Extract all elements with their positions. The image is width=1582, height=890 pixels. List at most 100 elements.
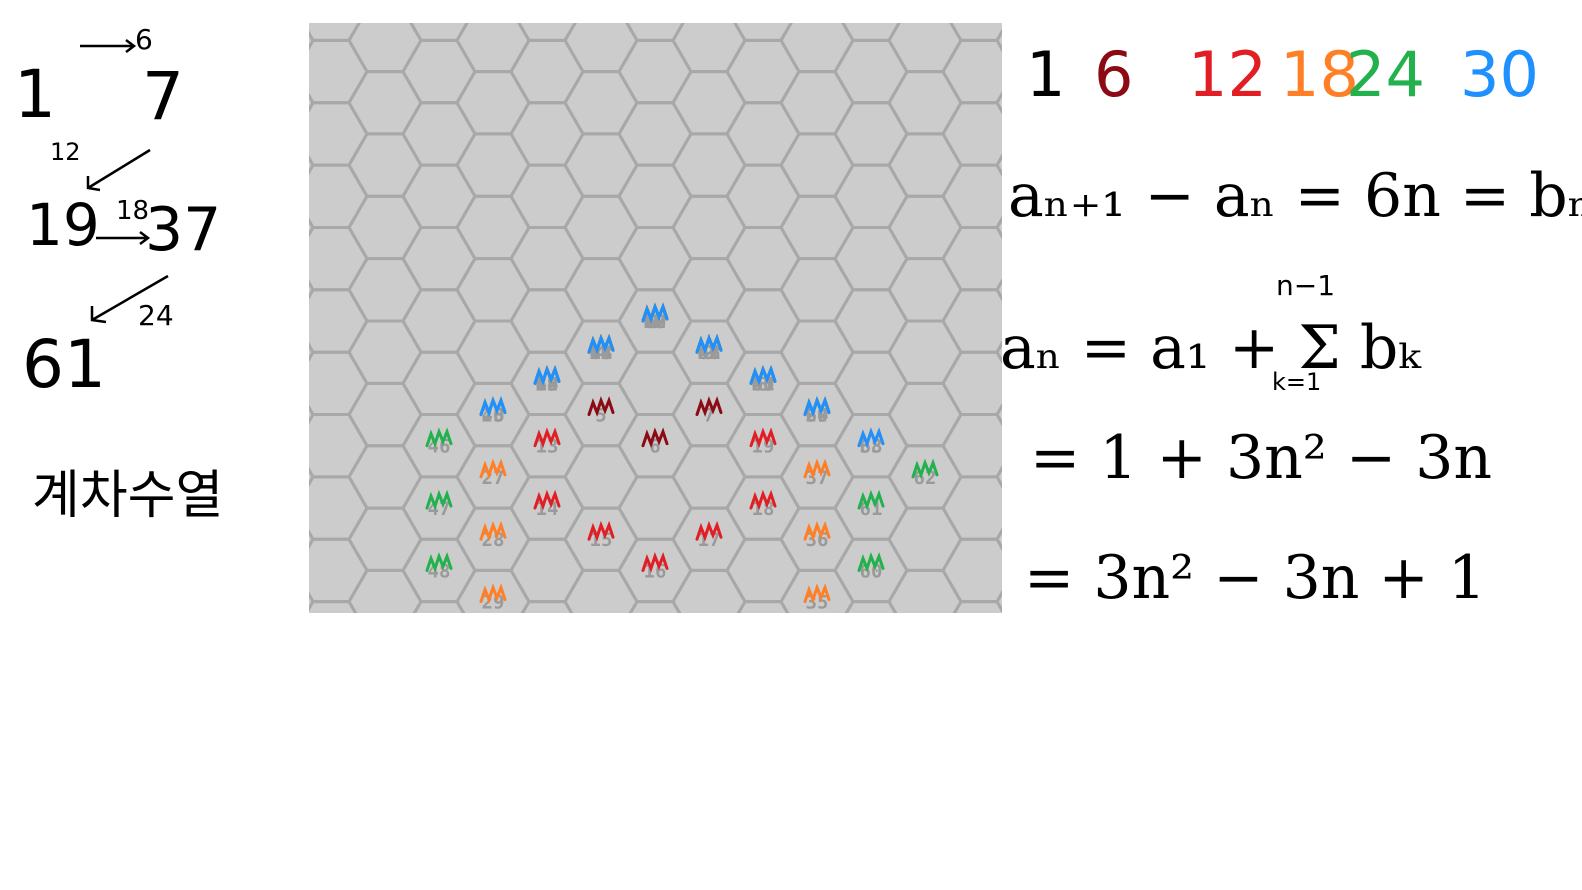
cell-number: 65 bbox=[752, 373, 775, 395]
cell-number: 47 bbox=[428, 498, 451, 520]
hex-cell bbox=[779, 132, 855, 198]
cell-number: 13 bbox=[536, 436, 559, 458]
formula-sum: aₙ = a₁ + Σ bₖ bbox=[1000, 313, 1421, 383]
hex-cell bbox=[887, 23, 963, 74]
cell-number: 36 bbox=[806, 529, 829, 551]
hex-cell bbox=[309, 413, 369, 479]
cell-number: 3 bbox=[649, 311, 660, 333]
hex-cell bbox=[725, 38, 801, 105]
hex-cell bbox=[563, 257, 639, 323]
hex-cell bbox=[833, 226, 909, 292]
hex-cell bbox=[509, 537, 585, 604]
hex-cell bbox=[309, 226, 369, 292]
note-61: 61 bbox=[22, 326, 106, 403]
scribble-mark bbox=[641, 552, 669, 573]
hex-cell bbox=[671, 257, 747, 323]
hex-cell bbox=[949, 23, 1002, 42]
scribble-mark bbox=[857, 427, 885, 449]
hex-cell bbox=[309, 475, 369, 541]
hex-cell bbox=[887, 194, 963, 261]
cell-number: 8 bbox=[757, 373, 768, 395]
hex-cell bbox=[887, 319, 963, 385]
hex-cell bbox=[347, 70, 423, 136]
scribble-mark bbox=[695, 333, 723, 355]
scribble-mark bbox=[425, 489, 453, 511]
hex-cell bbox=[995, 589, 1002, 613]
hex-cell bbox=[509, 38, 585, 105]
hex-cell bbox=[725, 101, 801, 167]
hex-cell bbox=[995, 91, 1002, 115]
hex-cell bbox=[941, 163, 1002, 229]
hex-cell bbox=[455, 23, 531, 74]
hex-cell bbox=[563, 23, 639, 74]
hex-cell bbox=[563, 132, 639, 198]
cell-number: 5 bbox=[595, 405, 606, 427]
scribble-mark bbox=[425, 427, 453, 449]
hex-cell bbox=[401, 288, 477, 354]
scribble-mark bbox=[803, 396, 831, 417]
note-7: 7 bbox=[142, 58, 184, 135]
cell-number: 68 bbox=[590, 342, 613, 364]
seq-term: 30 bbox=[1460, 38, 1539, 111]
hex-cell bbox=[617, 350, 693, 416]
cell-number: 63 bbox=[860, 436, 883, 458]
cell-number: 4 bbox=[595, 342, 606, 364]
hex-cell bbox=[941, 350, 1002, 416]
hex-cell bbox=[887, 257, 963, 323]
hex-cell bbox=[401, 226, 477, 292]
cell-number: 18 bbox=[752, 498, 775, 520]
scribble-mark bbox=[587, 520, 615, 542]
scribble-mark bbox=[533, 427, 561, 449]
seq-term: 18 bbox=[1280, 38, 1359, 111]
hex-cell bbox=[995, 402, 1002, 427]
scribble-mark bbox=[803, 520, 831, 542]
note-diff-12: 12 bbox=[50, 138, 81, 166]
hex-cell bbox=[995, 465, 1002, 489]
cell-number: 19 bbox=[752, 436, 775, 458]
cell-number: 27 bbox=[482, 467, 505, 489]
hex-cell bbox=[563, 444, 639, 510]
hex-cell bbox=[563, 568, 639, 613]
hex-cell bbox=[833, 288, 909, 354]
hex-cell bbox=[509, 288, 585, 354]
scribble-mark bbox=[749, 427, 777, 449]
scribble-mark bbox=[479, 520, 507, 542]
hex-cell bbox=[347, 194, 423, 261]
hex-cell bbox=[455, 319, 531, 385]
hex-cell bbox=[563, 194, 639, 261]
hex-cell bbox=[509, 101, 585, 167]
formula-result: = 3n² − 3n + 1 bbox=[1024, 543, 1487, 613]
scribble-mark bbox=[695, 396, 723, 417]
hex-cell bbox=[671, 23, 747, 74]
hex-cell bbox=[725, 226, 801, 292]
cell-number: 48 bbox=[428, 560, 451, 582]
cell-number: 28 bbox=[482, 529, 505, 551]
hex-cell bbox=[617, 101, 693, 167]
seq-term: 6 bbox=[1094, 38, 1134, 111]
cell-number: 37 bbox=[806, 467, 829, 489]
hex-cell bbox=[779, 257, 855, 323]
hex-cell bbox=[887, 381, 963, 448]
hex-cell bbox=[887, 506, 963, 572]
hex-cell bbox=[309, 38, 369, 105]
hex-cell bbox=[887, 568, 963, 613]
scribble-mark bbox=[857, 552, 885, 573]
hex-cell bbox=[455, 194, 531, 261]
scribble-mark bbox=[641, 302, 669, 324]
hex-cell bbox=[347, 132, 423, 198]
scribble-mark bbox=[533, 489, 561, 511]
hex-cell bbox=[671, 568, 747, 613]
scribble-mark bbox=[641, 427, 669, 449]
hex-cell bbox=[347, 23, 423, 74]
hex-cell bbox=[509, 163, 585, 229]
hex-cell bbox=[671, 194, 747, 261]
hex-cell bbox=[941, 537, 1002, 604]
note-1: 1 bbox=[14, 56, 56, 133]
hex-cell bbox=[401, 350, 477, 416]
hex-cell bbox=[995, 215, 1002, 240]
hex-cell bbox=[833, 38, 909, 105]
hex-cell bbox=[309, 537, 369, 604]
hex-cell bbox=[995, 28, 1002, 53]
cell-number: 64 bbox=[806, 405, 829, 427]
